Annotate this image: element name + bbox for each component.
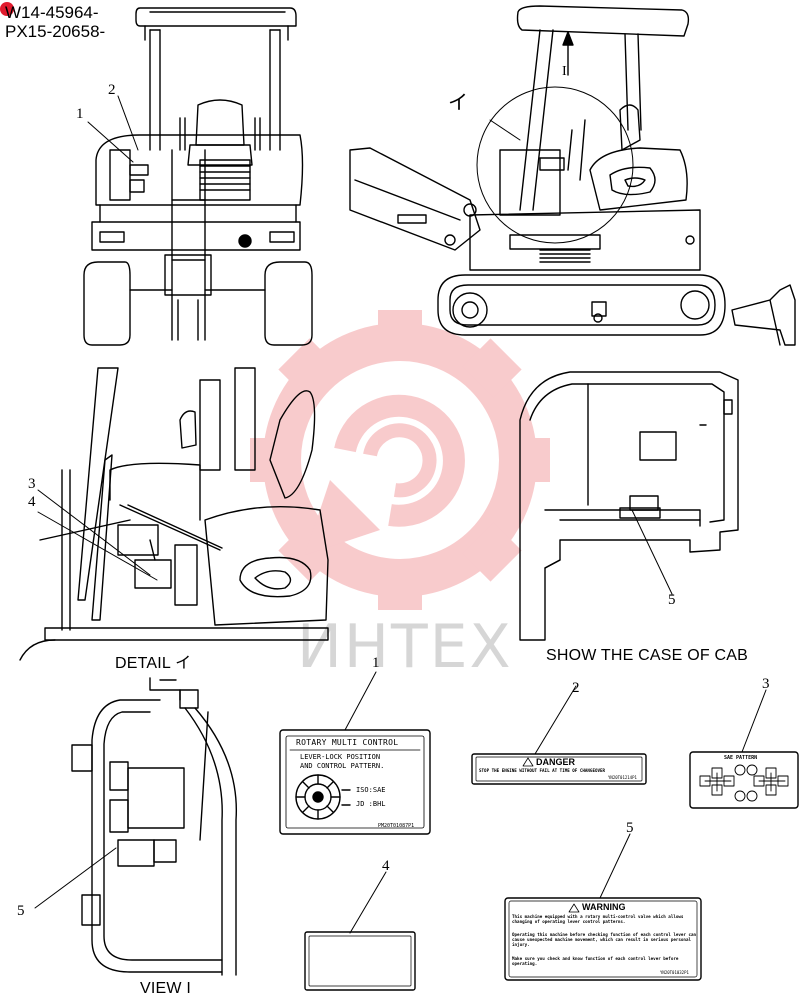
detail-view-drawing xyxy=(19,367,329,661)
decal-warning-drawing xyxy=(504,897,702,981)
rotary-decal-part: PM20T01087P1 xyxy=(378,823,415,829)
warning-decal-p2: Operating this machine before checking f… xyxy=(512,932,697,947)
caption-detail: DETAIL イ xyxy=(115,655,192,672)
watermark-text: ИНТЕХ xyxy=(297,612,513,682)
callout-cab-5: 5 xyxy=(668,592,676,608)
decal-danger-drawing xyxy=(471,753,647,785)
callout-decal-1: 1 xyxy=(372,655,380,671)
rotary-decal-line2: AND CONTROL PATTERN. xyxy=(300,762,385,770)
decal-rotary-drawing xyxy=(279,729,431,835)
rotary-decal-iso: ISO:SAE xyxy=(356,786,386,794)
header-serial-1: W14-45964- xyxy=(5,3,99,22)
callout-decal-3: 3 xyxy=(762,676,770,692)
view-marker-i: I xyxy=(562,64,567,79)
caption-cab: SHOW THE CASE OF CAB xyxy=(546,647,748,664)
callout-decal-5: 5 xyxy=(626,820,634,836)
rotary-decal-line1: LEVER-LOCK POSITION xyxy=(300,753,381,761)
callout-front-2: 2 xyxy=(108,82,116,98)
danger-decal-title: DANGER xyxy=(536,757,576,767)
caption-view-i: VIEW I xyxy=(140,980,191,997)
warning-decal-part: YN20T01032P1 xyxy=(660,970,689,975)
front-view-drawing xyxy=(83,7,313,346)
callout-decal-4: 4 xyxy=(382,858,390,874)
side-view-drawing xyxy=(349,5,796,346)
callout-front-1: 1 xyxy=(76,106,84,122)
callout-detail-4: 4 xyxy=(28,494,36,510)
warning-decal-p1: This machine equipped with a rotary mult… xyxy=(512,914,684,924)
danger-decal-text: STOP THE ENGINE WITHOUT FAIL AT TIME OF … xyxy=(479,768,606,773)
warning-decal-title: WARNING xyxy=(582,902,626,912)
callout-detail-3: 3 xyxy=(28,476,36,492)
detail-marker-i: イ xyxy=(448,90,468,114)
view-i-drawing xyxy=(71,677,238,976)
decal-blank-drawing xyxy=(304,931,416,991)
warning-decal-p3: Make sure you check and know function of… xyxy=(512,956,679,966)
header-serial-2: PX15-20658- xyxy=(5,22,106,41)
cab-case-drawing xyxy=(519,371,739,641)
rotary-decal-title: ROTARY MULTI CONTROL xyxy=(296,738,399,747)
danger-decal-part: YN20T01214P1 xyxy=(608,775,637,780)
callout-view-5: 5 xyxy=(17,903,25,919)
header-badge xyxy=(0,2,14,16)
sae-decal-title: SAE PATTERN xyxy=(724,755,758,761)
decal-sae-drawing xyxy=(689,751,799,809)
rotary-decal-jd: JD :BHL xyxy=(356,800,386,808)
callout-decal-2: 2 xyxy=(572,680,580,696)
leader-lines xyxy=(34,95,767,934)
